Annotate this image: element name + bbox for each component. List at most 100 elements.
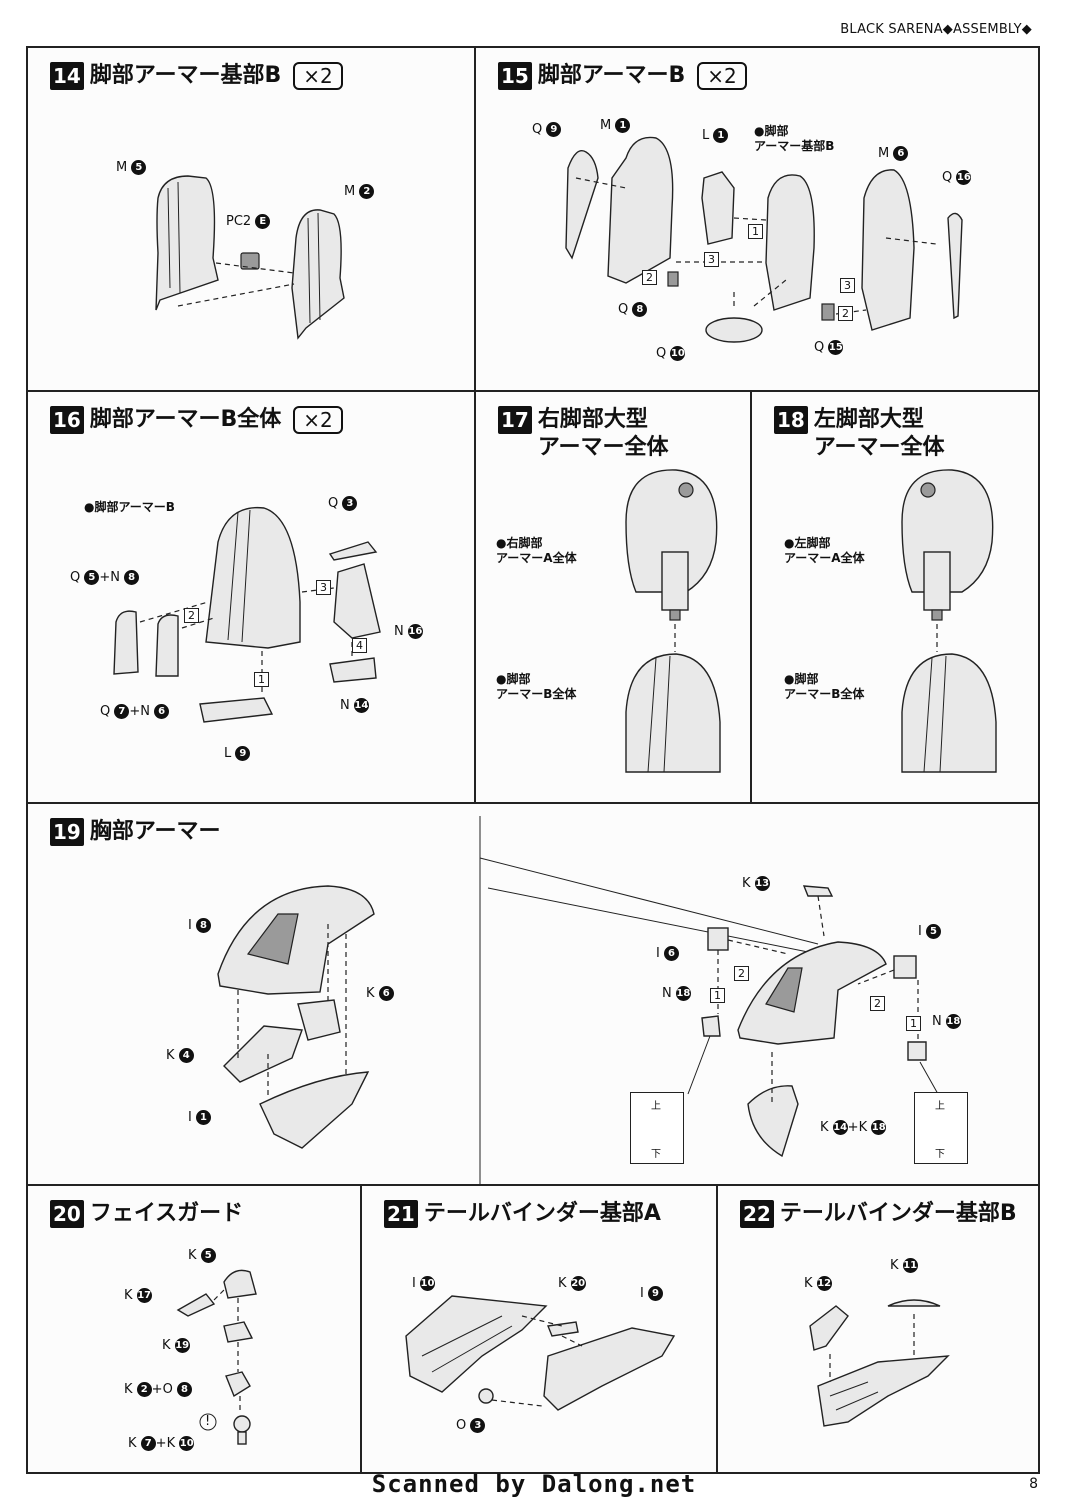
- part-label: K 20: [558, 1276, 586, 1291]
- part-label: Q 5+N 8: [70, 570, 140, 586]
- step-name: 右脚部大型 アーマー全体: [537, 407, 669, 460]
- part-label: Q 15: [814, 340, 844, 355]
- page-number: 8: [1029, 1476, 1038, 1492]
- part-label: K 11: [890, 1258, 918, 1273]
- step-marker: 1: [748, 224, 763, 239]
- step-marker: 1: [254, 672, 269, 687]
- part-label: I 5: [918, 924, 941, 940]
- subassembly-label: ●左脚部 アーマーA全体: [784, 536, 865, 565]
- step-name: 胸部アーマー: [89, 819, 221, 844]
- step-marker: 3: [316, 580, 331, 595]
- subassembly-label: ●脚部アーマーB: [84, 500, 175, 514]
- assembly-illustration: [113, 506, 381, 723]
- step-title: 15 脚部アーマーB ×2: [498, 62, 747, 90]
- assembly-illustration: [405, 1295, 676, 1411]
- part-label: K 14+K 18: [820, 1120, 887, 1135]
- step-number: 22: [740, 1200, 774, 1228]
- part-label: K 5: [188, 1248, 216, 1264]
- step-marker: 2: [184, 608, 199, 623]
- page-header: BLACK SARENA◆ASSEMBLY◆: [840, 22, 1032, 37]
- panel-step-17: 17 右脚部大型 アーマー全体 ●右脚部 アーマーA全体 ●脚部 アーマーB全体: [474, 390, 752, 804]
- part-label: M 2: [344, 184, 375, 200]
- step-number: 18: [774, 406, 808, 434]
- step-title: 17 右脚部大型 アーマー全体: [498, 406, 669, 462]
- subassembly-label: ●脚部 アーマーB全体: [496, 672, 577, 701]
- step-title: 18 左脚部大型 アーマー全体: [774, 406, 945, 462]
- step-name: 左脚部大型 アーマー全体: [813, 407, 945, 460]
- assembly-illustration: [809, 1299, 950, 1427]
- part-label: L 1: [702, 128, 729, 144]
- part-label: O 3: [456, 1418, 486, 1434]
- subassembly-label: ●右脚部 アーマーA全体: [496, 536, 577, 565]
- panel-step-20: 20 フェイスガード ! K 5 K 17 K 19 K 2+O 8 K 7+K…: [26, 1184, 362, 1474]
- part-label: K 17: [124, 1288, 152, 1303]
- step-marker: 3: [704, 252, 719, 267]
- up-label: 上: [935, 1101, 945, 1112]
- warning-mark: !: [205, 1414, 211, 1429]
- part-label: K 4: [166, 1048, 194, 1064]
- part-label: K 2+O 8: [124, 1382, 192, 1398]
- assembly-illustration: [217, 816, 939, 1184]
- panel-step-15: 15 脚部アーマーB ×2 1 2 3 3 2 Q 9 M 1 L 1 ●脚部 …: [474, 46, 1040, 392]
- part-label: K 13: [742, 876, 770, 891]
- down-label: 下: [935, 1149, 945, 1160]
- part-label: K 7+K 10: [128, 1436, 195, 1451]
- part-label: M 1: [600, 118, 631, 134]
- step-title: 21 テールバインダー基部A: [384, 1200, 661, 1228]
- panel-step-21: 21 テールバインダー基部A I 10 K 20 I 9 O 3: [360, 1184, 718, 1474]
- step-number: 19: [50, 818, 84, 846]
- subassembly-label: ●脚部 アーマー基部B: [754, 124, 835, 153]
- part-label: L 9: [224, 746, 251, 762]
- assembly-illustration: [625, 469, 721, 773]
- step-marker: 1: [906, 1016, 921, 1031]
- part-label: PC2 E: [226, 214, 271, 230]
- step-marker: 2: [642, 270, 657, 285]
- panel-step-19: 19 胸部アーマー 2 1 2 1 上 下 上 下 I 8 K 6 K 4 I …: [26, 802, 1040, 1186]
- panel-step-22: 22 テールバインダー基部B K 12 K 11: [716, 1184, 1040, 1474]
- part-label: M 5: [116, 160, 147, 176]
- step-title: 20 フェイスガード: [50, 1200, 243, 1228]
- step-name: 脚部アーマーB: [537, 63, 686, 88]
- assembly-illustration: [565, 136, 963, 343]
- step-name: テールバインダー基部B: [779, 1201, 1017, 1226]
- step-name: 脚部アーマーB全体: [89, 407, 282, 432]
- step-marker: 2: [838, 306, 853, 321]
- step-number: 14: [50, 62, 84, 90]
- part-label: I 6: [656, 946, 679, 962]
- step-title: 19 胸部アーマー: [50, 818, 221, 846]
- part-label: I 1: [188, 1110, 211, 1126]
- assembly-illustration: [176, 1269, 257, 1445]
- part-label: Q 3: [328, 496, 358, 512]
- step-title: 22 テールバインダー基部B: [740, 1200, 1017, 1228]
- part-label: M 6: [878, 146, 909, 162]
- part-label: Q 9: [532, 122, 562, 138]
- step-marker: 2: [734, 966, 749, 981]
- panel-step-18: 18 左脚部大型 アーマー全体 ●左脚部 アーマーA全体 ●脚部 アーマーB全体: [750, 390, 1040, 804]
- step-number: 21: [384, 1200, 418, 1228]
- part-label: Q 7+N 6: [100, 704, 170, 720]
- part-label: I 9: [640, 1286, 663, 1302]
- step-marker: 4: [352, 638, 367, 653]
- assembly-illustration: [155, 175, 345, 340]
- part-label: K 19: [162, 1338, 190, 1353]
- step-name: フェイスガード: [89, 1201, 244, 1226]
- part-label: N 16: [394, 624, 423, 639]
- down-label: 下: [651, 1149, 661, 1160]
- step-number: 16: [50, 406, 84, 434]
- part-label: Q 16: [942, 170, 972, 185]
- orientation-inset: 上 下: [914, 1092, 968, 1164]
- subassembly-label: ●脚部 アーマーB全体: [784, 672, 865, 701]
- scan-credit: Scanned by Dalong.net: [371, 1470, 697, 1498]
- step-marker: 3: [840, 278, 855, 293]
- assembly-illustration: [901, 469, 997, 773]
- up-label: 上: [651, 1101, 661, 1112]
- part-label: I 10: [412, 1276, 435, 1291]
- part-label: N 18: [662, 986, 691, 1001]
- panel-step-16: 16 脚部アーマーB全体 ×2 1 2 3 4 ●脚部アーマーB Q 3 Q 5…: [26, 390, 476, 804]
- step-marker: 1: [710, 988, 725, 1003]
- step-number: 15: [498, 62, 532, 90]
- step-title: 16 脚部アーマーB全体 ×2: [50, 406, 343, 434]
- orientation-inset: 上 下: [630, 1092, 684, 1164]
- step-name: 脚部アーマー基部B: [89, 63, 282, 88]
- part-label: N 18: [932, 1014, 961, 1029]
